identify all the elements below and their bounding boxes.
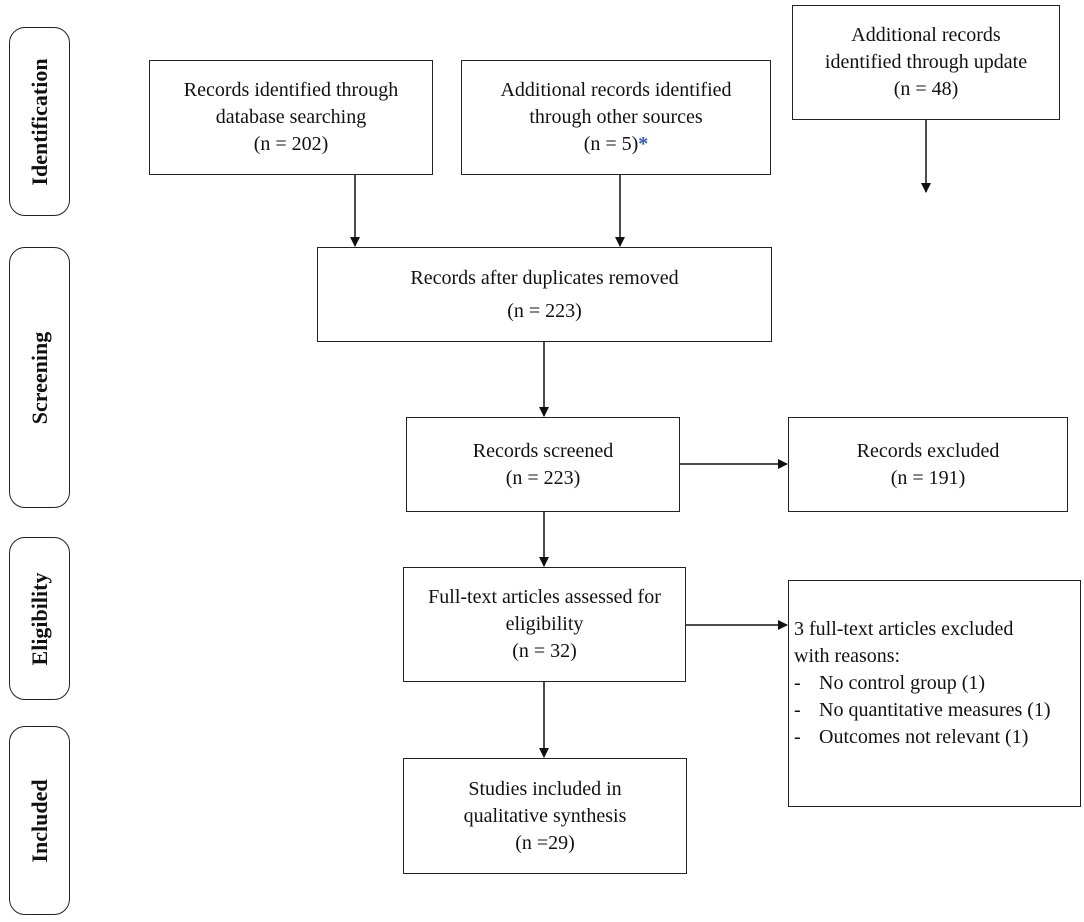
phase-included: Included: [9, 726, 70, 915]
full-text-assessed-line2: eligibility: [505, 613, 584, 635]
full-text-assessed-line1: Full-text articles assessed for: [428, 586, 661, 608]
database-records-box: Records identified through database sear…: [149, 60, 433, 175]
database-records-line2: database searching: [215, 106, 367, 128]
records-excluded-line1: Records excluded: [856, 439, 1000, 462]
duplicates-removed-box: Records after duplicates removed (n = 22…: [317, 247, 772, 342]
list-bullet: -: [794, 672, 801, 694]
studies-included-line1: Studies included in: [468, 777, 622, 800]
update-records-count: (n = 48): [893, 78, 959, 100]
full-text-assessed-count: (n = 32): [512, 640, 577, 662]
full-text-excluded-box: 3 full-text articles excluded with reaso…: [788, 580, 1081, 807]
other-sources-line2: through other sources: [529, 106, 703, 128]
full-text-excluded-line2: with reasons:: [794, 645, 901, 667]
update-records-box: Additional records identified through up…: [792, 5, 1060, 120]
exclusion-reason: -No quantitative measures (1): [794, 697, 1051, 724]
phase-identification: Identification: [9, 27, 70, 216]
exclusion-reason-text: Outcomes not relevant (1): [819, 726, 1029, 748]
other-sources-asterisk: *: [638, 133, 649, 155]
other-sources-count-line: (n = 5)*: [584, 131, 649, 158]
exclusion-reason-text: No quantitative measures (1): [819, 699, 1051, 721]
studies-included-box: Studies included in qualitative synthesi…: [403, 758, 687, 874]
other-sources-line1: Additional records identified: [500, 79, 732, 101]
records-excluded-box: Records excluded (n = 191): [788, 417, 1068, 512]
records-excluded-count: (n = 191): [890, 466, 966, 489]
studies-included-line2: qualitative synthesis: [463, 804, 627, 827]
database-records-count: (n = 202): [253, 133, 329, 155]
studies-included-count: (n =29): [515, 831, 575, 854]
update-records-line2: identified through update: [824, 51, 1028, 73]
records-screened-box: Records screened (n = 223): [406, 417, 680, 512]
records-screened-line1: Records screened: [472, 439, 614, 462]
full-text-excluded-line1: 3 full-text articles excluded: [794, 618, 1014, 640]
full-text-assessed-box: Full-text articles assessed for eligibil…: [403, 567, 686, 682]
list-bullet: -: [794, 726, 801, 748]
phase-screening: Screening: [9, 247, 70, 508]
update-records-line1: Additional records: [851, 24, 1001, 46]
other-sources-count: (n = 5): [583, 133, 639, 155]
exclusion-reason-text: No control group (1): [819, 672, 986, 694]
duplicates-removed-count: (n = 223): [507, 299, 582, 322]
exclusion-reason: -Outcomes not relevant (1): [794, 724, 1028, 751]
exclusion-reason: -No control group (1): [794, 670, 985, 697]
database-records-line1: Records identified through: [183, 79, 399, 101]
phase-eligibility: Eligibility: [9, 537, 70, 700]
list-bullet: -: [794, 699, 801, 721]
records-screened-count: (n = 223): [505, 466, 581, 489]
other-sources-box: Additional records identified through ot…: [461, 60, 771, 175]
duplicates-removed-line1: Records after duplicates removed: [410, 266, 679, 289]
